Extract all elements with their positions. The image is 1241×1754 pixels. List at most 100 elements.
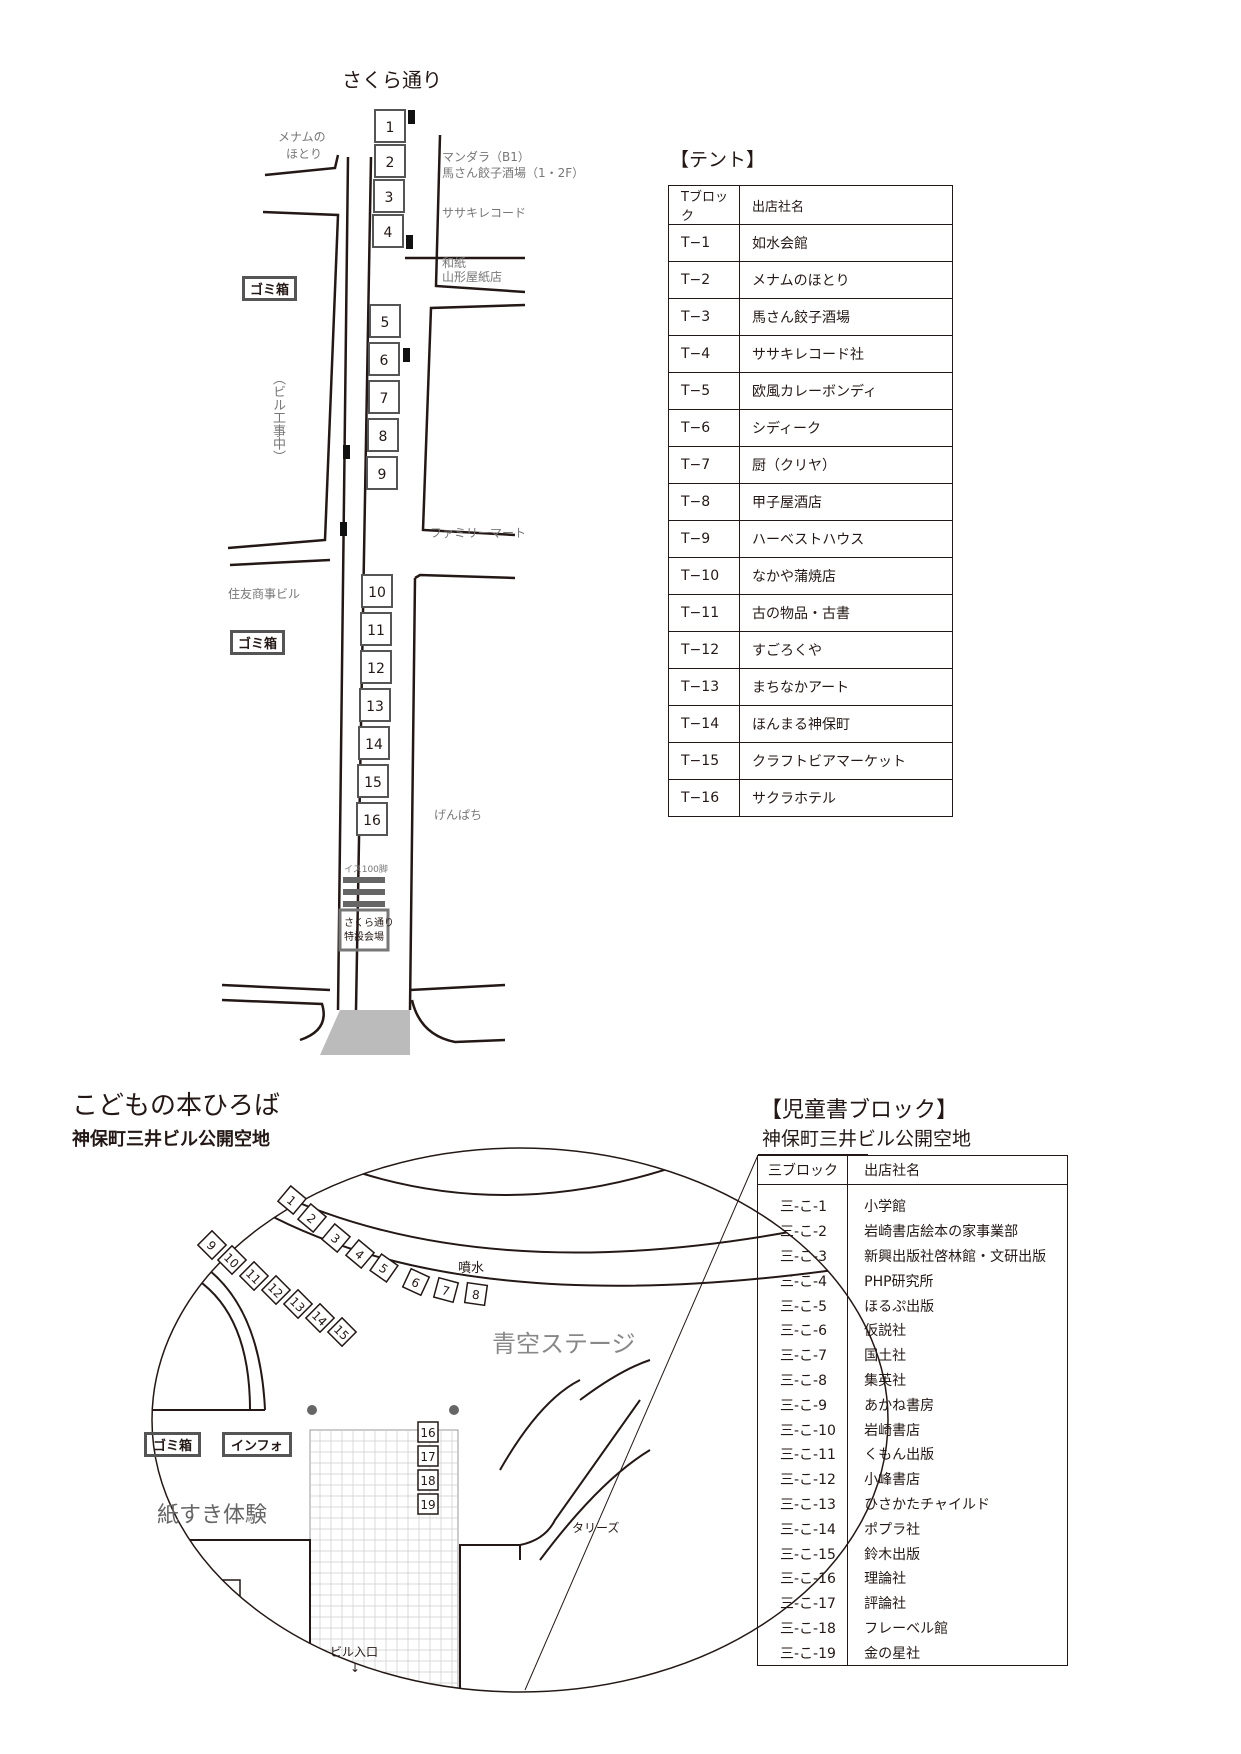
booth-12: 12: [260, 1274, 292, 1306]
road-line: [336, 156, 350, 1011]
vendor-name: ひさかたチャイルド: [847, 1491, 1068, 1517]
tent-number: 9: [378, 467, 387, 483]
block-id: 三-こ-17: [780, 1596, 836, 1613]
booth-15: 15: [326, 1316, 358, 1348]
tent-number: 15: [364, 775, 382, 791]
kids-section-subtitle: 神保町三井ビル公開空地: [762, 1128, 972, 1150]
vendor-name: 馬さん餃子酒場: [739, 298, 953, 336]
tent-2: [374, 144, 406, 178]
vendor-name: あかね書房: [847, 1392, 1068, 1418]
block-id: T−3: [668, 298, 740, 336]
booth-17: 17: [417, 1445, 439, 1467]
table-row: 三-こ-11 くもん出版: [758, 1441, 1068, 1467]
road-line: [221, 983, 331, 1042]
vendor-name: 岩崎書店: [847, 1417, 1068, 1442]
tent-14: [358, 726, 390, 760]
booth-3: 3: [320, 1222, 352, 1254]
block-id: 三-こ-16: [780, 1571, 836, 1588]
booth-13: 13: [282, 1288, 314, 1320]
tent-number: 2: [386, 155, 395, 171]
tent-number: 11: [367, 623, 385, 639]
tent-number: 10: [368, 585, 386, 601]
vendor-name: なかや蒲焼店: [739, 557, 953, 595]
tent-number: 16: [363, 813, 381, 829]
tent-6: [368, 342, 400, 376]
vendor-name: 集英社: [847, 1367, 1068, 1393]
road-line: [434, 134, 526, 294]
vendor-name: まちなかアート: [739, 668, 953, 706]
special-venue-box: [338, 908, 390, 952]
road-line: [227, 210, 340, 550]
tent-number: 6: [380, 353, 389, 369]
tent-1: [374, 109, 406, 143]
label-paper-making: 紙すき体験: [157, 1503, 267, 1528]
vendor-name: すごろくや: [739, 631, 953, 669]
booth-4: 4: [344, 1238, 376, 1270]
entrance-arrow-icon: ↓: [350, 1661, 360, 1675]
block-id: 三-こ-4: [780, 1273, 828, 1290]
vendor-name: ハーベストハウス: [739, 520, 953, 558]
label-menamu: メナムの: [278, 130, 326, 144]
label-hotori: ほとり: [286, 147, 323, 161]
block-id: T−14: [668, 705, 740, 743]
label-fountain: 噴水: [458, 1261, 484, 1276]
block-id: 三-こ-14: [780, 1521, 836, 1538]
kids-section-title: 【児童書ブロック】: [760, 1098, 959, 1123]
booth-11: 11: [238, 1260, 270, 1292]
vendor-name: ほんまる神保町: [739, 705, 953, 743]
block-id: 三-こ-2: [780, 1224, 828, 1241]
road-line: [421, 303, 526, 537]
label-stage: 青空ステージ: [492, 1330, 636, 1358]
tent-11: [360, 612, 392, 646]
trash-box-label: ゴミ箱: [144, 1432, 202, 1457]
block-id: 三-こ-11: [780, 1447, 836, 1464]
tent-8: [367, 418, 399, 452]
vendor-name: フレーベル館: [847, 1615, 1068, 1641]
booth-1: 1: [276, 1184, 308, 1216]
block-id: T−11: [668, 594, 740, 632]
road-line: [414, 573, 516, 580]
label-tullys: タリーズ: [572, 1520, 619, 1535]
booth-10: 10: [216, 1244, 248, 1276]
tent-12: [360, 650, 392, 684]
vendor-name: くもん出版: [847, 1441, 1068, 1467]
tent-number: 8: [379, 429, 388, 445]
column-header: 出店社名: [847, 1155, 1068, 1185]
tent-number: 1: [386, 120, 395, 136]
booth-number: 7: [440, 1283, 451, 1299]
tent-10: [361, 574, 393, 608]
block-id: 三-こ-15: [780, 1546, 836, 1563]
block-id: 三-こ-12: [780, 1472, 836, 1489]
block-id: 三-こ-3: [780, 1248, 828, 1265]
street-title: さくら通り: [342, 68, 442, 92]
block-id: T−2: [668, 261, 740, 299]
label-sasakire: ササキレコード: [442, 206, 527, 220]
label-venue-1: さくら通り: [344, 918, 394, 929]
label-yamagata: 山形屋紙店: [442, 270, 503, 284]
tent-15: [357, 764, 389, 798]
label-mandara: マンダラ（B1）: [442, 150, 530, 164]
booth-number: 19: [420, 1498, 435, 1512]
tent-3: [373, 179, 405, 213]
tent-5: [369, 304, 401, 338]
vendor-name: メナムのほとり: [739, 261, 953, 299]
road-line: [409, 983, 506, 1044]
block-id: 三-こ-10: [780, 1422, 836, 1439]
kids-plaza-title: こどもの本ひろば: [72, 1091, 281, 1121]
info-booth-label: インフォ: [222, 1432, 292, 1457]
booth-7: 7: [432, 1276, 460, 1304]
